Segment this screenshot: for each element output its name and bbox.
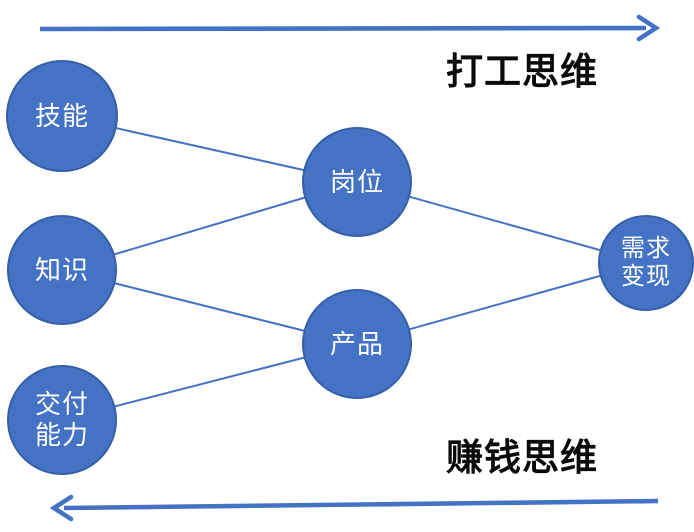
node-delivery-ability: 交付 能力 — [7, 365, 117, 475]
node-skill: 技能 — [6, 60, 118, 172]
money-making-mindset-title: 赚钱思维 — [446, 435, 598, 479]
node-skill-label: 技能 — [34, 100, 89, 131]
bottom-arrow — [49, 494, 659, 522]
worker-mindset-title: 打工思维 — [446, 49, 598, 93]
node-demand-monetization-label: 需求 变现 — [621, 234, 671, 290]
node-demand-monetization: 需求 变现 — [598, 215, 694, 311]
node-product-label: 产品 — [329, 328, 384, 359]
node-job-post-label: 岗位 — [329, 166, 384, 197]
node-knowledge-label: 知识 — [34, 254, 89, 285]
node-delivery-ability-label: 交付 能力 — [34, 389, 89, 450]
top-arrow — [39, 14, 661, 42]
node-job-post: 岗位 — [302, 127, 412, 237]
node-knowledge: 知识 — [7, 215, 117, 325]
node-product: 产品 — [302, 289, 412, 399]
